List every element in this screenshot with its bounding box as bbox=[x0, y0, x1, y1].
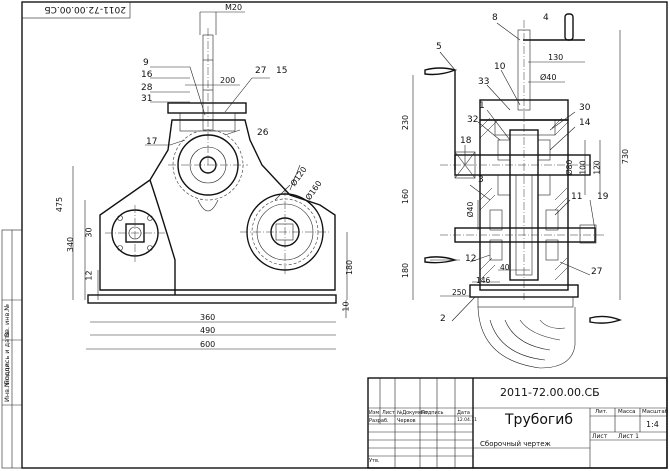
dim-475: 475 bbox=[55, 196, 65, 213]
tb-ndoc: №Документ bbox=[397, 410, 429, 416]
tb-podp: Подпись bbox=[421, 410, 444, 416]
pos-32: 32 bbox=[467, 115, 479, 125]
tb-lit: Лит. bbox=[595, 409, 608, 415]
tb-razrab-date: 12.04.11 bbox=[457, 418, 478, 423]
pos-11: 11 bbox=[571, 192, 583, 202]
dim-180-right: 180 bbox=[401, 262, 411, 279]
dim-200: 200 bbox=[220, 76, 236, 85]
dim-100: 100 bbox=[578, 160, 588, 175]
dim-phi40b: Ø40 bbox=[466, 201, 476, 218]
dim-40: 40 bbox=[500, 263, 510, 272]
tb-massa: Масса bbox=[618, 409, 636, 415]
dim-130: 130 bbox=[548, 53, 564, 62]
tb-utv: Утв. bbox=[369, 458, 380, 464]
pos-26: 26 bbox=[257, 128, 269, 138]
pos-17: 17 bbox=[146, 137, 158, 147]
pos-10: 10 bbox=[494, 62, 506, 72]
rotated-designation-box: 2011-72.00.00.СБ bbox=[21, 1, 131, 19]
tb-razrab: Разраб. bbox=[369, 418, 389, 424]
dim-phi80: Ø80 bbox=[565, 159, 575, 176]
pos-19: 19 bbox=[597, 192, 609, 202]
tb-list: Лист bbox=[382, 410, 395, 416]
dim-180-left: 180 bbox=[345, 259, 355, 276]
side-stamp-inv: Инв.№подл. bbox=[3, 361, 11, 402]
pos-12: 12 bbox=[465, 254, 477, 264]
tb-masshtab: Масштаб bbox=[642, 409, 669, 415]
doc-type: Сборочный чертеж bbox=[480, 440, 551, 448]
rotated-designation: 2011-72.00.00.СБ bbox=[44, 4, 126, 14]
side-stamp-sign: Подпись и дата bbox=[3, 331, 11, 385]
pos-2: 2 bbox=[440, 314, 446, 324]
pos-4: 4 bbox=[543, 13, 549, 23]
dim-250: 250 bbox=[452, 288, 467, 297]
scale-value: 1:4 bbox=[646, 420, 659, 429]
pos-15: 15 bbox=[276, 66, 288, 76]
pos-3: 3 bbox=[478, 175, 484, 185]
dim-490: 490 bbox=[200, 326, 216, 335]
dim-360: 360 bbox=[200, 313, 216, 322]
dim-10: 10 bbox=[341, 301, 351, 312]
pos-8: 8 bbox=[492, 13, 498, 23]
side-stamp-vz: Вз. инв.№ bbox=[3, 304, 11, 337]
pos-27-left: 27 bbox=[255, 66, 267, 76]
dim-230: 230 bbox=[401, 114, 411, 131]
dim-phi40: Ø40 bbox=[540, 73, 557, 82]
sheet-label: Лист bbox=[592, 433, 608, 440]
pos-28: 28 bbox=[141, 83, 153, 93]
dim-12: 12 bbox=[84, 270, 94, 281]
pos-18: 18 bbox=[460, 136, 472, 146]
pos-33: 33 bbox=[478, 77, 490, 87]
tb-izm: Изм bbox=[369, 410, 380, 416]
pos-16: 16 bbox=[141, 70, 153, 80]
sheet-number: Лист 1 bbox=[618, 433, 639, 440]
dim-30: 30 bbox=[84, 227, 94, 238]
designation-text: 2011-72.00.00.СБ bbox=[500, 386, 600, 399]
dim-730: 730 bbox=[621, 148, 631, 165]
dim-600: 600 bbox=[200, 340, 216, 349]
drawing-title: Трубогиб bbox=[505, 412, 574, 428]
tb-data: Дата bbox=[457, 410, 470, 416]
dim-146: 146 bbox=[476, 276, 491, 285]
side-stamp: Инв.№подл. Подпись и дата Вз. инв.№ bbox=[1, 229, 23, 469]
front-view bbox=[72, 11, 348, 350]
pos-1: 1 bbox=[479, 101, 485, 111]
pos-9: 9 bbox=[143, 58, 149, 68]
tb-razrab-name: Червов bbox=[397, 418, 416, 424]
pos-14: 14 bbox=[579, 118, 591, 128]
dim-340: 340 bbox=[66, 236, 76, 253]
dim-160: 160 bbox=[401, 188, 411, 205]
dim-120: 120 bbox=[592, 160, 602, 175]
dim-m20: М20 bbox=[225, 3, 243, 12]
pos-27-right: 27 bbox=[591, 267, 603, 277]
pos-31: 31 bbox=[141, 94, 153, 104]
title-block bbox=[367, 377, 668, 469]
pos-30: 30 bbox=[579, 103, 591, 113]
side-view bbox=[412, 13, 623, 369]
pos-5: 5 bbox=[436, 42, 442, 52]
